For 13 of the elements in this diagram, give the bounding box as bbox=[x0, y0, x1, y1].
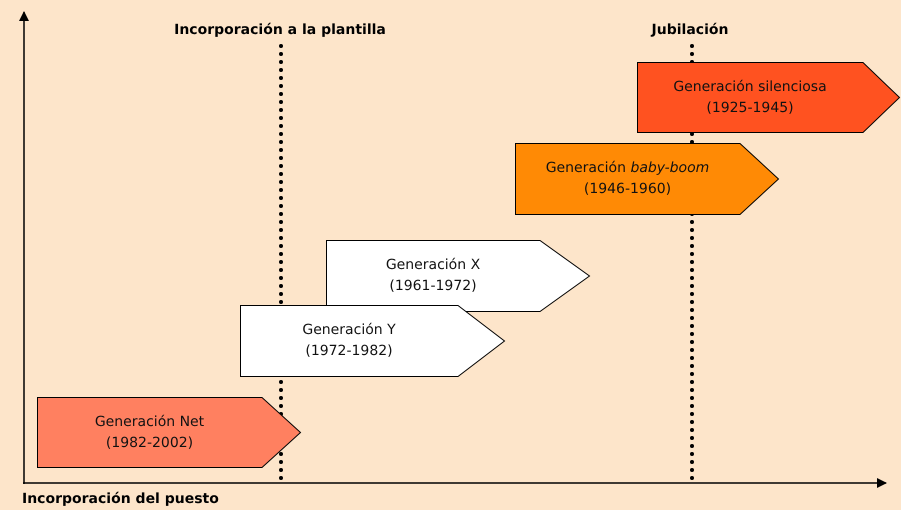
arrow-banner bbox=[240, 305, 505, 377]
arrow-banner bbox=[515, 143, 779, 215]
arrow-banner bbox=[37, 397, 301, 468]
arrow-banner bbox=[326, 240, 590, 312]
axis-label: Incorporación del puesto bbox=[22, 491, 219, 507]
arrow-banner bbox=[637, 62, 900, 133]
generation-label: Generación X (1961-1972) bbox=[384, 256, 482, 296]
generation-label: Generación Net (1982-2002) bbox=[94, 412, 206, 452]
axis-label: Incorporación a la plantilla bbox=[174, 22, 386, 38]
generation-label: Generación silenciosa (1925-1945) bbox=[672, 78, 828, 118]
axis-label: Jubilación bbox=[652, 22, 728, 38]
generation-label: Generación baby-boom (1946-1960) bbox=[544, 159, 710, 199]
generation-label: Generación Y (1972-1982) bbox=[301, 321, 397, 361]
